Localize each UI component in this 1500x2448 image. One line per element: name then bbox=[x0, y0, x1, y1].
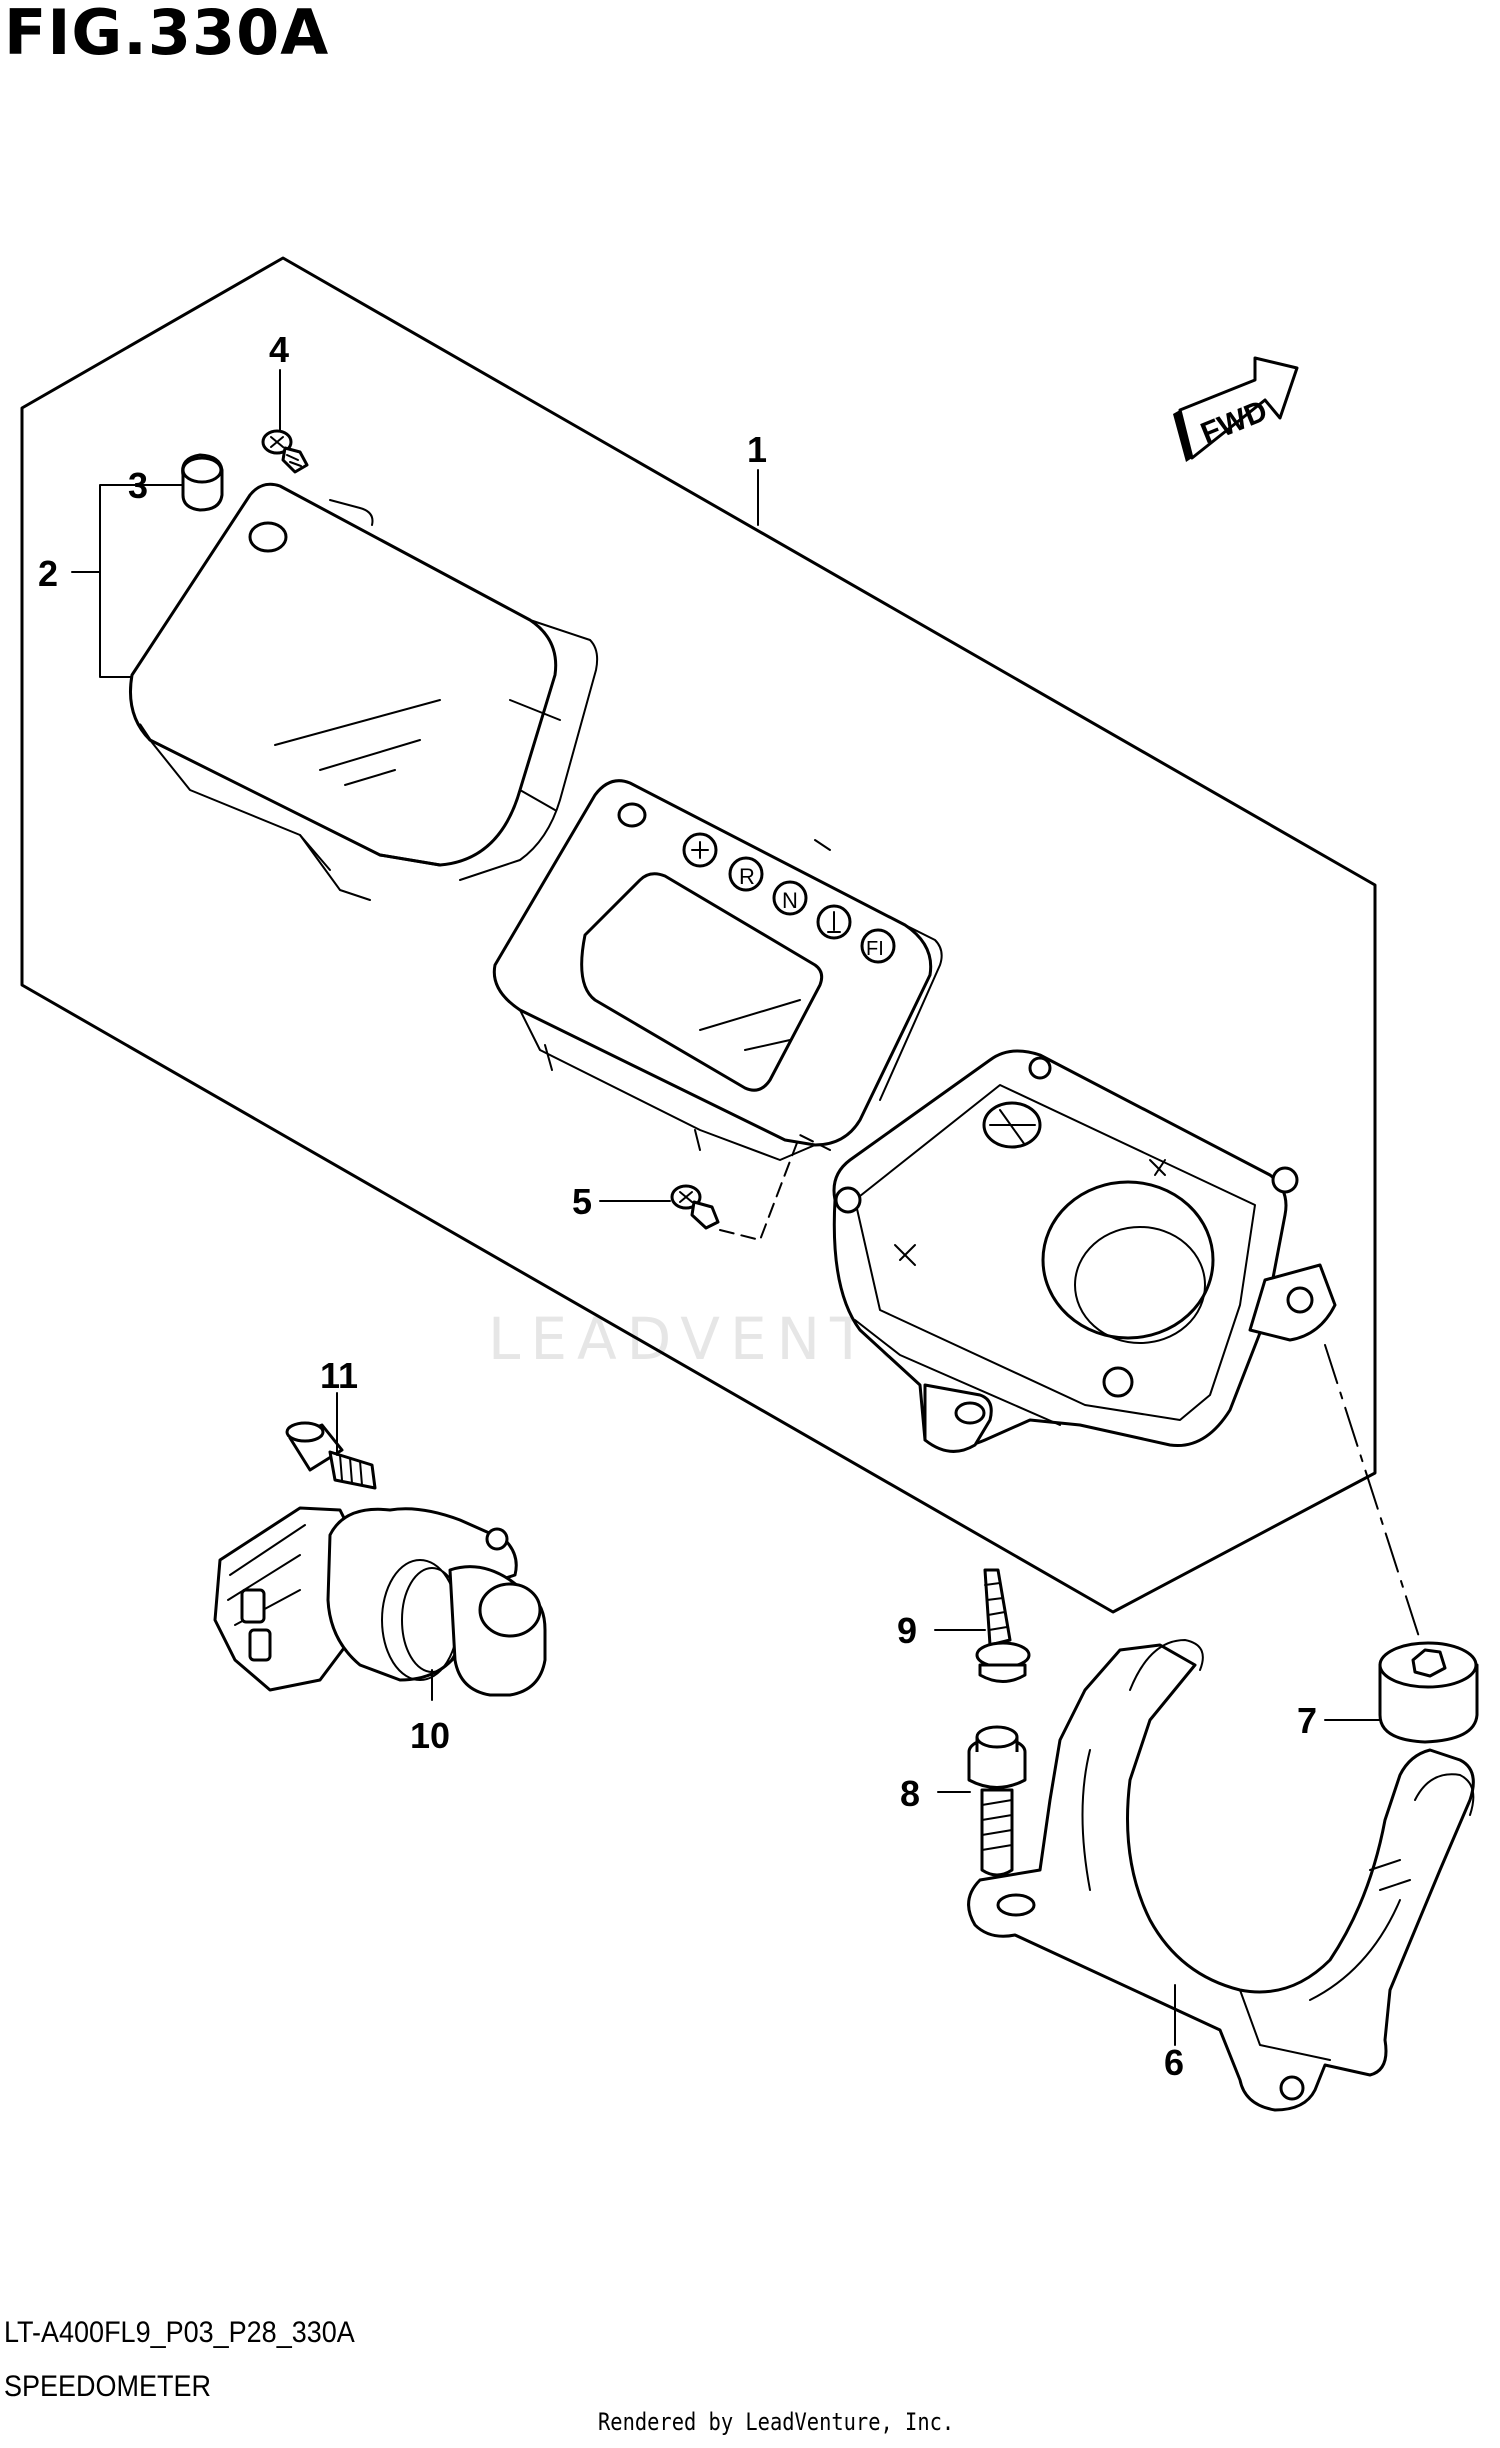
button-cap bbox=[181, 453, 224, 512]
callout-3: 3 bbox=[128, 465, 148, 506]
svg-text:N: N bbox=[782, 888, 798, 913]
sensor-bolt bbox=[285, 1421, 377, 1490]
callout-5: 5 bbox=[572, 1181, 592, 1222]
callout-4: 4 bbox=[269, 329, 289, 370]
assembly-outline bbox=[20, 256, 1377, 1614]
indicator-reverse: R bbox=[728, 856, 764, 892]
indicator-fuel-injection: FI bbox=[860, 928, 896, 964]
callout-2: 2 bbox=[38, 553, 58, 594]
meter-case-cover bbox=[128, 482, 599, 901]
indicator-temperature-icon bbox=[816, 904, 852, 940]
callout-8: 8 bbox=[900, 1773, 920, 1814]
diagram-name: SPEEDOMETER bbox=[4, 2370, 212, 2403]
speed-sensor bbox=[213, 1506, 547, 1697]
case-screw bbox=[261, 429, 309, 474]
bracket-bolt bbox=[967, 1725, 1027, 1877]
alignment-line bbox=[719, 1134, 831, 1241]
callout-7: 7 bbox=[1297, 1700, 1317, 1741]
figure-title: FIG.330A bbox=[4, 0, 330, 69]
callout-9: 9 bbox=[897, 1610, 917, 1651]
diagram-code: LT-A400FL9_P03_P28_330A bbox=[4, 2316, 355, 2349]
mounting-screw bbox=[670, 1184, 720, 1230]
leader-lines bbox=[71, 369, 1381, 2046]
tapping-screw bbox=[975, 1568, 1031, 1683]
callout-11: 11 bbox=[320, 1355, 358, 1396]
meter-unit: R N FI bbox=[492, 779, 943, 1161]
svg-text:FI: FI bbox=[866, 938, 884, 960]
indicator-neutral: N bbox=[772, 880, 808, 916]
indicator-oil-icon bbox=[682, 832, 718, 868]
render-credit: Rendered by LeadVenture, Inc. bbox=[598, 2408, 955, 2436]
svg-text:R: R bbox=[739, 864, 755, 889]
meter-housing bbox=[832, 1049, 1337, 1453]
callout-1: 1 bbox=[747, 429, 767, 470]
rubber-cushion bbox=[1378, 1641, 1479, 1744]
callout-10: 10 bbox=[410, 1715, 450, 1756]
meter-bracket bbox=[967, 1639, 1475, 2112]
fwd-arrow-icon: FWD bbox=[1173, 356, 1299, 462]
alignment-line-cushion bbox=[1324, 1344, 1421, 1641]
callout-6: 6 bbox=[1164, 2042, 1184, 2083]
